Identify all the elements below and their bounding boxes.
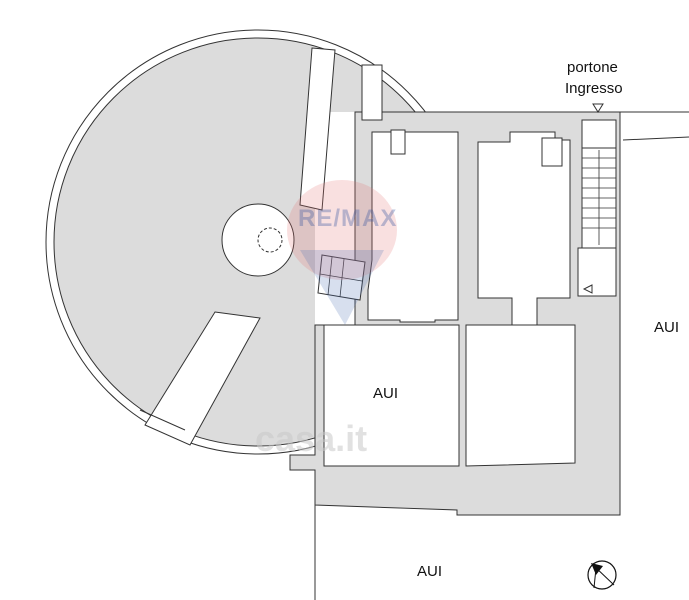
- aui-room: [323, 324, 460, 467]
- niche: [361, 64, 383, 121]
- entry-hall: [577, 247, 617, 297]
- corridor-north: [299, 47, 336, 211]
- north-arrow-icon: [587, 560, 617, 590]
- entrance-label-line2: Ingresso: [565, 80, 623, 97]
- room-1: [367, 131, 459, 323]
- aui-label-bottom: AUI: [417, 563, 443, 580]
- room-2: [477, 131, 571, 326]
- small-stair: [390, 129, 406, 155]
- aui-label-center: AUI: [373, 385, 399, 402]
- door-arrow-icon: [582, 284, 593, 294]
- remax-watermark: RE/MAX: [298, 205, 398, 232]
- entrance-label-line1: portone: [567, 59, 618, 76]
- aui-room-2: [465, 324, 576, 467]
- remax-balloon-icon: [287, 180, 397, 280]
- column: [257, 227, 283, 253]
- stair-steps: [582, 150, 616, 245]
- corridor-southwest: [144, 311, 261, 446]
- entrance-arrow-icon: [592, 103, 604, 113]
- landing: [581, 119, 617, 149]
- aui-label-right: AUI: [654, 319, 680, 336]
- shaft: [541, 137, 563, 167]
- casa-watermark: casa.it: [255, 418, 368, 459]
